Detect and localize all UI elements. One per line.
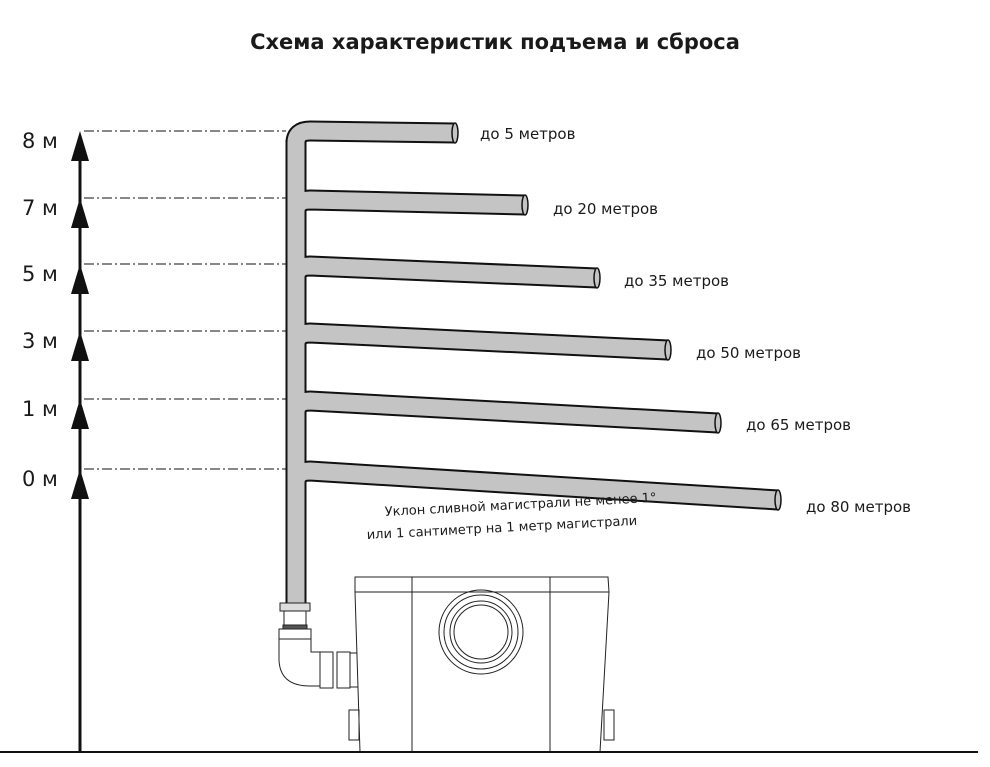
height-axis <box>71 131 89 752</box>
length-label: до 65 метров <box>746 416 851 434</box>
length-label: до 35 метров <box>624 272 729 290</box>
discharge-pipe <box>287 122 456 161</box>
pipe-end <box>521 194 529 216</box>
height-label: 0 м <box>22 467 58 491</box>
pump-unit <box>278 576 615 753</box>
length-label: до 5 метров <box>480 125 575 143</box>
height-label: 8 м <box>22 129 58 153</box>
height-label: 7 м <box>22 196 58 220</box>
discharge-pipe <box>287 191 526 230</box>
pipe-end <box>664 339 672 361</box>
arrow-up-icon <box>71 469 89 499</box>
height-label: 3 м <box>22 329 58 353</box>
pipe-end <box>774 489 782 511</box>
arrow-up-icon <box>71 331 89 361</box>
discharge-pipe <box>287 392 719 432</box>
height-label: 5 м <box>22 262 58 286</box>
pipe-end <box>714 412 722 434</box>
arrow-up-icon <box>71 399 89 429</box>
arrow-up-icon <box>71 131 89 161</box>
length-label: до 80 метров <box>806 498 911 516</box>
height-label: 1 м <box>22 397 58 421</box>
arrow-up-icon <box>71 264 89 294</box>
length-label: до 20 метров <box>553 200 658 218</box>
pipe-end <box>451 122 459 144</box>
arrow-up-icon <box>71 198 89 228</box>
diagram-title: Схема характеристик подъема и сброса <box>250 30 740 54</box>
pipe-end <box>593 267 601 289</box>
length-label: до 50 метров <box>696 344 801 362</box>
discharge-pipes <box>285 120 782 606</box>
